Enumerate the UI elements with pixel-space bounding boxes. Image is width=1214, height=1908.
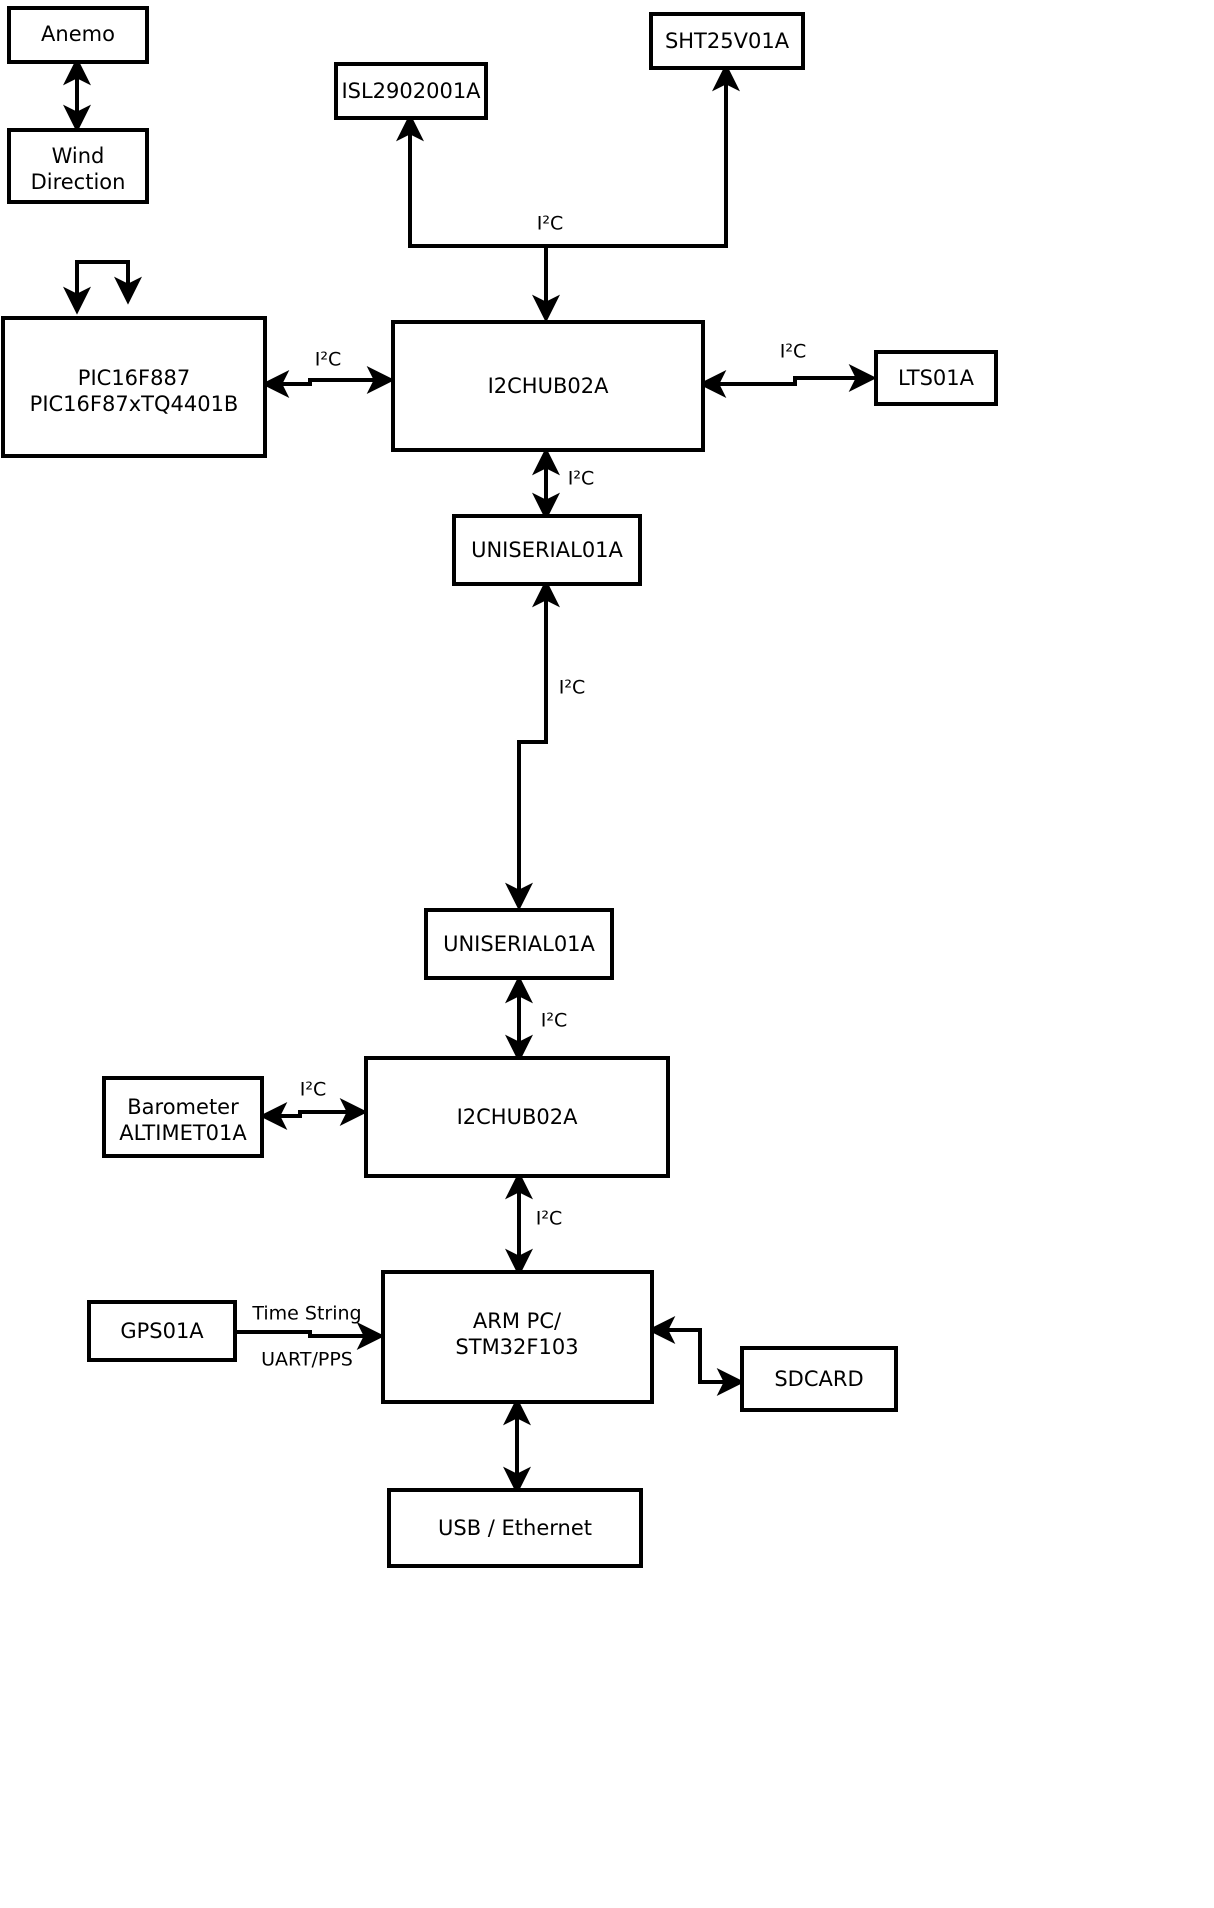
node-isl2902001a[interactable]: ISL2902001A — [334, 62, 488, 120]
edge-label-i2c-hub-lts: I²C — [780, 341, 807, 363]
node-sdcard[interactable]: SDCARD — [740, 1346, 898, 1412]
connector-hubtop-i2cbus — [396, 63, 740, 323]
node-gps01a-label: GPS01A — [120, 1319, 204, 1343]
node-anemo-label: Anemo — [41, 22, 115, 46]
node-wind-direction-label-line1: Wind — [52, 144, 105, 168]
connector-uniserial-link — [505, 579, 560, 911]
node-sht25v01a-label: SHT25V01A — [665, 29, 790, 53]
node-uniserial01a-bottom-label: UNISERIAL01A — [443, 932, 595, 956]
node-usb-ethernet-label: USB / Ethernet — [438, 1516, 592, 1540]
edge-label-i2c-hub-arm: I²C — [536, 1208, 563, 1230]
node-barometer-altimet01a[interactable]: Barometer ALTIMET01A — [102, 1076, 264, 1158]
node-uniserial01a-top[interactable]: UNISERIAL01A — [452, 514, 642, 586]
node-arm-pc-label-line1: ARM PC/ — [473, 1309, 562, 1333]
connector-pic-wind — [63, 260, 142, 315]
node-pic16f887-label-line2: PIC16F87xTQ4401B — [30, 392, 239, 416]
node-lts01a[interactable]: LTS01A — [874, 350, 998, 406]
edge-label-i2c-hubtop-bus: I²C — [537, 213, 564, 235]
node-pic16f887[interactable]: PIC16F887 PIC16F87xTQ4401B — [1, 316, 267, 458]
node-sdcard-label: SDCARD — [774, 1367, 863, 1391]
edge-label-uart-pps: UART/PPS — [261, 1349, 353, 1371]
node-i2chub02a-top[interactable]: I2CHUB02A — [391, 320, 705, 452]
edge-label-i2c-hub-uniserial: I²C — [568, 468, 595, 490]
node-wind-direction-label-line2: Direction — [31, 170, 126, 194]
connector-hubtop-lts — [698, 364, 877, 398]
node-i2chub02a-bottom-label: I2CHUB02A — [457, 1105, 579, 1129]
connector-arm-sdcard — [647, 1316, 745, 1396]
node-wind-direction[interactable]: Wind Direction — [7, 128, 149, 204]
node-uniserial01a-bottom[interactable]: UNISERIAL01A — [424, 908, 614, 980]
edge-label-i2c-pic-hub: I²C — [315, 349, 342, 371]
node-barometer-label-line2: ALTIMET01A — [119, 1121, 247, 1145]
connector-pic-hubtop — [261, 366, 395, 398]
edge-label-i2c-uniserial-hubbot: I²C — [541, 1010, 568, 1032]
edge-label-time-string: Time String — [251, 1303, 361, 1325]
node-isl2902001a-label: ISL2902001A — [341, 79, 481, 103]
edge-label-i2c-barometer-hub: I²C — [300, 1079, 327, 1101]
node-anemo[interactable]: Anemo — [7, 6, 149, 64]
node-gps01a[interactable]: GPS01A — [87, 1300, 237, 1362]
connector-gps-arm — [234, 1322, 385, 1350]
node-arm-pc-label-line2: STM32F103 — [455, 1335, 578, 1359]
node-sht25v01a[interactable]: SHT25V01A — [649, 12, 805, 70]
node-i2chub02a-bottom[interactable]: I2CHUB02A — [364, 1056, 670, 1178]
connector-barometer-hubbot — [259, 1098, 368, 1130]
edge-label-i2c-uniserial-link: I²C — [559, 677, 586, 699]
node-i2chub02a-top-label: I2CHUB02A — [488, 374, 610, 398]
node-pic16f887-label-line1: PIC16F887 — [78, 366, 190, 390]
node-lts01a-label: LTS01A — [898, 366, 975, 390]
node-usb-ethernet[interactable]: USB / Ethernet — [387, 1488, 643, 1568]
node-arm-pc-stm32f103[interactable]: ARM PC/ STM32F103 — [381, 1270, 654, 1404]
node-uniserial01a-top-label: UNISERIAL01A — [471, 538, 623, 562]
node-barometer-label-line1: Barometer — [127, 1095, 239, 1119]
